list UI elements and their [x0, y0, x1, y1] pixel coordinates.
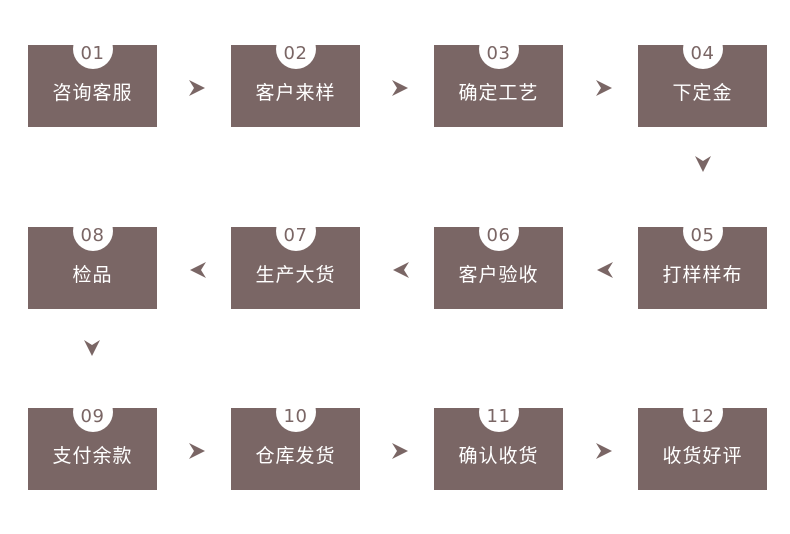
arrow-right-icon: [595, 79, 613, 97]
step-number-badge: 04: [682, 29, 723, 69]
step-number: 05: [690, 225, 715, 246]
process-step-06: 06 客户验收: [434, 211, 563, 309]
step-number: 11: [486, 406, 511, 427]
arrow-right-icon: [391, 442, 409, 460]
process-step-12: 12 收货好评: [638, 392, 767, 490]
step-label: 仓库发货: [255, 445, 336, 467]
step-label: 检品: [72, 264, 113, 286]
step-label: 打样样布: [662, 264, 743, 286]
process-step-09: 09 支付余款: [28, 392, 157, 490]
step-number-badge: 05: [682, 211, 723, 251]
process-step-07: 07 生产大货: [231, 211, 360, 309]
step-number-badge: 07: [275, 211, 316, 251]
step-number: 07: [283, 225, 308, 246]
arrow-right-icon: [391, 79, 409, 97]
process-step-10: 10 仓库发货: [231, 392, 360, 490]
step-number-badge: 03: [478, 29, 519, 69]
step-label: 客户验收: [458, 264, 539, 286]
step-number: 01: [80, 43, 105, 64]
step-number: 02: [283, 43, 308, 64]
process-step-04: 04 下定金: [638, 29, 767, 127]
step-number-badge: 01: [72, 29, 113, 69]
process-step-01: 01 咨询客服: [28, 29, 157, 127]
step-number: 09: [80, 406, 105, 427]
step-label: 咨询客服: [52, 82, 133, 104]
step-number: 03: [486, 43, 511, 64]
step-number-badge: 06: [478, 211, 519, 251]
step-number-badge: 08: [72, 211, 113, 251]
process-step-03: 03 确定工艺: [434, 29, 563, 127]
step-number: 06: [486, 225, 511, 246]
process-step-11: 11 确认收货: [434, 392, 563, 490]
arrow-left-icon: [392, 261, 410, 279]
process-step-05: 05 打样样布: [638, 211, 767, 309]
step-number: 10: [283, 406, 308, 427]
arrow-down-icon: [694, 155, 712, 173]
arrow-right-icon: [595, 442, 613, 460]
step-label: 客户来样: [255, 82, 336, 104]
step-label: 确定工艺: [458, 82, 539, 104]
step-label: 下定金: [672, 82, 733, 104]
step-label: 生产大货: [255, 264, 336, 286]
step-number-badge: 10: [275, 392, 316, 432]
arrow-down-icon: [83, 339, 101, 357]
step-number-badge: 12: [682, 392, 723, 432]
step-number: 08: [80, 225, 105, 246]
step-number-badge: 09: [72, 392, 113, 432]
step-label: 收货好评: [662, 445, 743, 467]
process-step-02: 02 客户来样: [231, 29, 360, 127]
arrow-right-icon: [188, 442, 206, 460]
arrow-left-icon: [189, 261, 207, 279]
step-label: 支付余款: [52, 445, 133, 467]
process-step-08: 08 检品: [28, 211, 157, 309]
step-number-badge: 02: [275, 29, 316, 69]
arrow-left-icon: [596, 261, 614, 279]
step-number: 12: [690, 406, 715, 427]
step-number: 04: [690, 43, 715, 64]
step-number-badge: 11: [478, 392, 519, 432]
step-label: 确认收货: [458, 445, 539, 467]
arrow-right-icon: [188, 79, 206, 97]
